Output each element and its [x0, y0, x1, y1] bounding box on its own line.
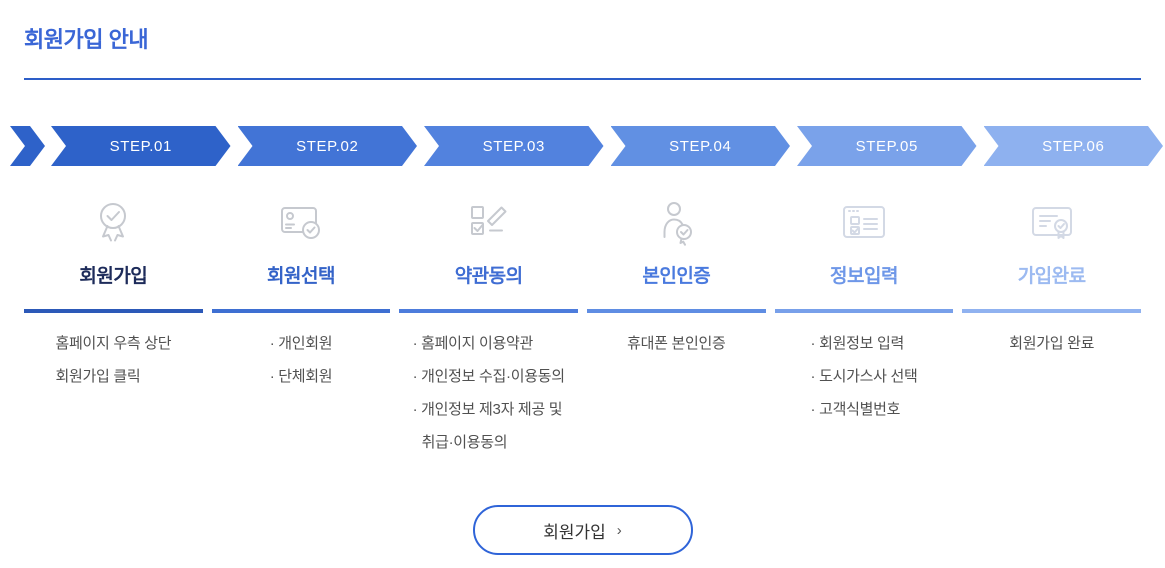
- step-description: · 개인회원 · 단체회원: [270, 327, 333, 393]
- step-description: 홈페이지 우측 상단 회원가입 클릭: [55, 327, 171, 393]
- step-description: 휴대폰 본인인증: [627, 327, 726, 360]
- step-banner-label: STEP.04: [669, 137, 732, 155]
- step-banner-6: STEP.06: [984, 126, 1164, 166]
- step-desc-line: 회원가입 완료: [1009, 335, 1095, 352]
- step-progress-bar: [587, 309, 766, 313]
- step-banner-label: STEP.02: [296, 137, 359, 155]
- form-window-icon: [775, 197, 954, 247]
- step-progress-bar: [962, 309, 1141, 313]
- step-banner-label: STEP.01: [109, 137, 172, 155]
- step-description: · 홈페이지 이용약관 · 개인정보 수집·이용동의 · 개인정보 제3자 제공…: [413, 327, 565, 459]
- signup-button-label: 회원가입: [543, 522, 606, 542]
- steps-banner-row: STEP.01 STEP.02 STEP.03 STEP.04 STEP.05 …: [10, 126, 1163, 166]
- id-card-check-icon: [212, 197, 391, 247]
- step-banner-label: STEP.05: [855, 137, 918, 155]
- step-progress-bar: [399, 309, 578, 313]
- step-desc-line: 휴대폰 본인인증: [627, 335, 726, 352]
- step-banner-4: STEP.04: [611, 126, 791, 166]
- lead-chevron-icon: [10, 126, 45, 166]
- step-title: 본인인증: [642, 266, 711, 287]
- header-divider: [24, 78, 1141, 80]
- step-column-1: 회원가입 홈페이지 우측 상단 회원가입 클릭: [24, 166, 203, 459]
- step-desc-line: · 도시가스사 선택: [810, 368, 918, 385]
- step-column-6: 가입완료 회원가입 완료: [962, 166, 1141, 459]
- step-column-4: 본인인증 휴대폰 본인인증: [587, 166, 766, 459]
- step-column-3: 약관동의 · 홈페이지 이용약관 · 개인정보 수집·이용동의 · 개인정보 제…: [399, 166, 578, 459]
- signup-button[interactable]: 회원가입 ›: [472, 505, 693, 555]
- step-description: 회원가입 완료: [1009, 327, 1094, 360]
- step-progress-bar: [774, 309, 954, 313]
- step-desc-line: 취급·이용동의: [421, 434, 508, 451]
- chevron-right-icon: ›: [616, 521, 622, 539]
- step-desc-line: · 홈페이지 이용약관: [412, 335, 534, 352]
- step-desc-line: · 회원정보 입력: [810, 335, 905, 352]
- step-title: 가입완료: [1017, 266, 1086, 287]
- step-banner-3: STEP.03: [424, 126, 604, 166]
- step-desc-line: · 개인회원: [269, 335, 333, 352]
- step-description: · 회원정보 입력 · 도시가스사 선택 · 고객식별번호: [811, 327, 918, 426]
- checklist-pen-icon: [399, 197, 578, 247]
- step-progress-bar: [211, 309, 391, 313]
- step-banner-label: STEP.06: [1042, 137, 1105, 155]
- step-title: 약관동의: [454, 266, 523, 287]
- step-title: 정보입력: [830, 266, 898, 287]
- step-banner-5: STEP.05: [797, 126, 977, 166]
- steps-detail-grid: 회원가입 홈페이지 우측 상단 회원가입 클릭 회원선택: [24, 166, 1141, 459]
- step-desc-line: 회원가입 클릭: [55, 368, 141, 385]
- step-progress-bar: [24, 309, 203, 313]
- step-banner-label: STEP.03: [482, 137, 545, 155]
- medal-check-icon: [24, 197, 203, 247]
- certificate-icon: [962, 197, 1141, 247]
- step-banner-1: STEP.01: [51, 126, 231, 166]
- step-desc-line: · 개인정보 제3자 제공 및: [412, 401, 563, 418]
- step-desc-line: 홈페이지 우측 상단: [55, 335, 172, 352]
- step-title: 회원가입: [79, 266, 148, 287]
- person-check-icon: [587, 197, 766, 247]
- step-column-2: 회원선택 · 개인회원 · 단체회원: [211, 166, 391, 459]
- page-title: 회원가입 안내: [24, 27, 149, 52]
- step-banner-2: STEP.02: [238, 126, 418, 166]
- step-column-5: 정보입력 · 회원정보 입력 · 도시가스사 선택 · 고객식별번호: [774, 166, 954, 459]
- step-desc-line: · 단체회원: [269, 368, 333, 385]
- step-title: 회원선택: [267, 266, 335, 287]
- step-desc-line: · 고객식별번호: [810, 401, 901, 418]
- step-desc-line: · 개인정보 수집·이용동의: [412, 368, 565, 385]
